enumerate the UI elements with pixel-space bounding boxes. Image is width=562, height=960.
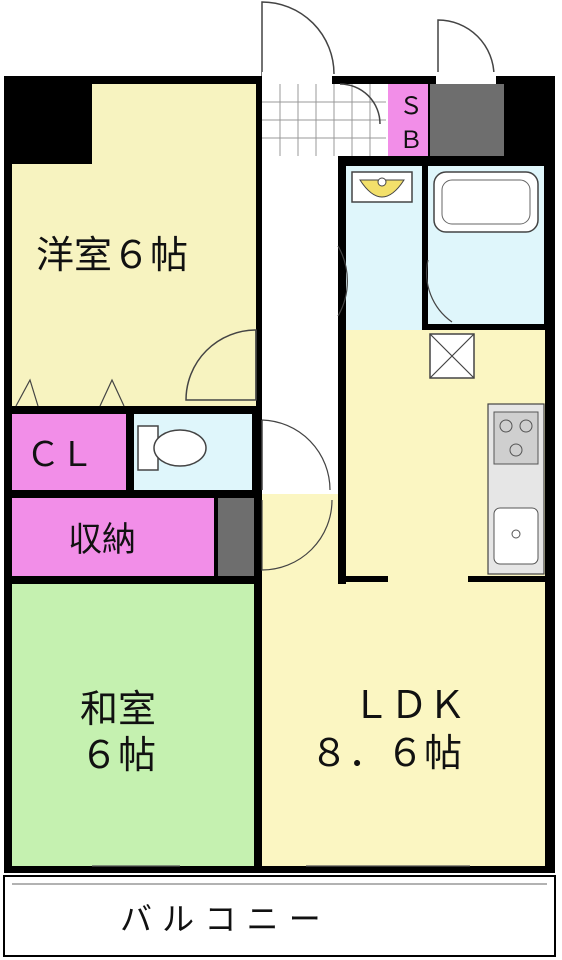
western-room-door-swing [185,329,257,401]
toilet-door-swing [261,419,331,491]
kitchen-counter [487,403,545,575]
toilet-icon [137,425,207,471]
wall-divider-ldk [338,406,346,584]
entrance-opening-gap [262,72,332,84]
japanese-room-name: 和室 [80,687,156,731]
corner-pillar-left [12,84,92,164]
pillar-top-right [430,84,504,156]
entrance-door-swing-left [261,1,335,76]
closet-door-left [15,378,39,407]
closet-label: ＣＬ [26,435,94,475]
balcony-label: バ ル コ ニ ー [120,900,321,938]
japanese-room [12,584,254,866]
ldk-name: ＬＤＫ [352,683,466,727]
shoe-box-label-2: Ｂ [399,126,423,154]
shoe-box [388,84,428,156]
bathtub-inner [441,179,531,225]
closet [12,414,126,490]
washbasin-icon [351,171,413,203]
top-opening-gap-right [436,72,496,84]
closet-door-right [99,378,125,407]
ldk-size: ８．６帖 [310,731,462,775]
pillar-top-right-black [504,84,549,156]
entrance-door-swing-right [437,19,495,77]
bathtub-icon [433,171,539,233]
ldk-main [262,578,545,866]
storage [12,498,214,576]
western-room-label: 洋室６帖 [36,233,188,277]
storage-pillar [218,498,254,576]
shoe-box-label-1: Ｓ [399,92,423,120]
bathroom-door-swing [425,259,453,323]
ldk-opening [388,576,468,582]
washroom-door-swing [337,245,348,317]
japanese-room-size: ６帖 [80,733,156,777]
pipe-space-icon [429,333,475,379]
entrance-tile-floor [262,84,388,156]
storage-label: 収納 [68,520,136,560]
inner-door-swing-entrance [339,83,381,125]
ldk-door-swing [261,499,333,571]
balcony [3,875,556,957]
ldk-connector [262,494,346,584]
